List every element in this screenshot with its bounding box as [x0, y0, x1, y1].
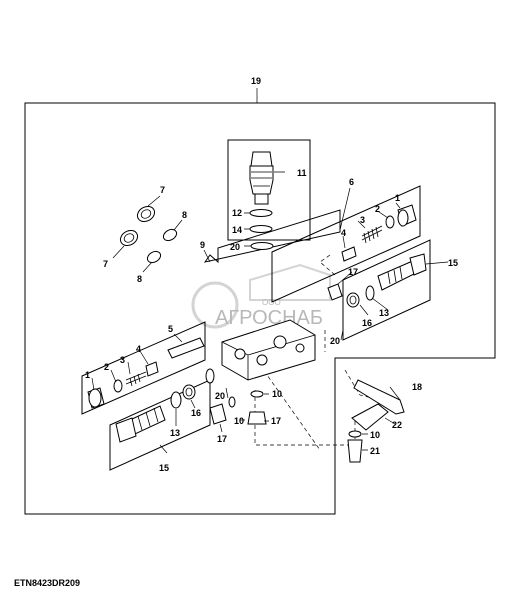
- callout-20a: 20: [230, 242, 240, 252]
- fitting-21: [347, 439, 363, 463]
- callout-9: 9: [200, 240, 205, 250]
- relief-assembly-lower: [87, 337, 205, 409]
- callout-17c: 17: [217, 434, 227, 444]
- valve-body: [221, 319, 316, 381]
- callout-4b: 4: [136, 344, 141, 354]
- callout-5: 5: [168, 324, 173, 334]
- callout-20b: 20: [330, 336, 340, 346]
- leaders: [91, 88, 449, 454]
- watermark-brand: АГРОСНАБ: [215, 307, 323, 329]
- callout-2a: 2: [375, 204, 380, 214]
- callout-10c: 10: [370, 430, 380, 440]
- bolt-18: [353, 379, 405, 415]
- callout-4a: 4: [341, 228, 346, 238]
- callout-10b: 10: [234, 416, 244, 426]
- callout-8a: 8: [182, 210, 187, 220]
- o-ring-10-c: [348, 430, 362, 438]
- cartridge-valve-11: [249, 151, 274, 250]
- callout-16b: 16: [191, 408, 201, 418]
- callout-21: 21: [370, 446, 380, 456]
- relief-valve-15-upper: [346, 253, 427, 308]
- box-cartridge-11: [227, 139, 311, 241]
- callout-7a: 7: [160, 185, 165, 195]
- callout-17b: 17: [271, 416, 281, 426]
- o-ring-20-lower: [228, 396, 236, 408]
- callout-17a: 17: [348, 267, 358, 277]
- callout-1b: 1: [85, 370, 90, 380]
- callout-12: 12: [232, 208, 242, 218]
- box-group-15-upper: [342, 239, 431, 341]
- callout-2b: 2: [104, 362, 109, 372]
- callout-18: 18: [412, 382, 422, 392]
- relief-valve-15-lower: [115, 368, 215, 443]
- cap-22: [351, 403, 389, 431]
- callout-3b: 3: [120, 355, 125, 365]
- plug-17-lower: [209, 403, 227, 425]
- callout-8b: 8: [137, 274, 142, 284]
- callout-13a: 13: [379, 308, 389, 318]
- fitting-17-b: [247, 411, 267, 425]
- callout-19: 19: [251, 76, 261, 86]
- assembly-line-2: [254, 390, 356, 446]
- fitting-17-upper: [327, 283, 343, 301]
- callout-14: 14: [232, 225, 242, 235]
- callout-13b: 13: [170, 428, 180, 438]
- callout-1a: 1: [395, 193, 400, 203]
- callout-6: 6: [349, 177, 354, 187]
- box-group-6: [271, 185, 421, 303]
- callout-10a: 10: [272, 389, 282, 399]
- callout-22: 22: [392, 420, 402, 430]
- callout-20c: 20: [215, 391, 225, 401]
- callout-15b: 15: [159, 463, 169, 473]
- callout-16a: 16: [362, 318, 372, 328]
- box-group-lower-left: [81, 321, 206, 415]
- callout-3a: 3: [360, 215, 365, 225]
- watermark-sub: ООО: [262, 298, 281, 307]
- o-rings-7-8: [119, 205, 178, 264]
- callout-15a: 15: [448, 258, 458, 268]
- o-ring-10-a: [250, 390, 264, 398]
- callout-7b: 7: [103, 259, 108, 269]
- relief-assembly-6: [341, 204, 417, 262]
- reference-code: ETN8423DR209: [14, 578, 80, 588]
- callout-11: 11: [297, 168, 307, 178]
- assembly-outline: [24, 102, 496, 515]
- box-group-9: [203, 209, 341, 264]
